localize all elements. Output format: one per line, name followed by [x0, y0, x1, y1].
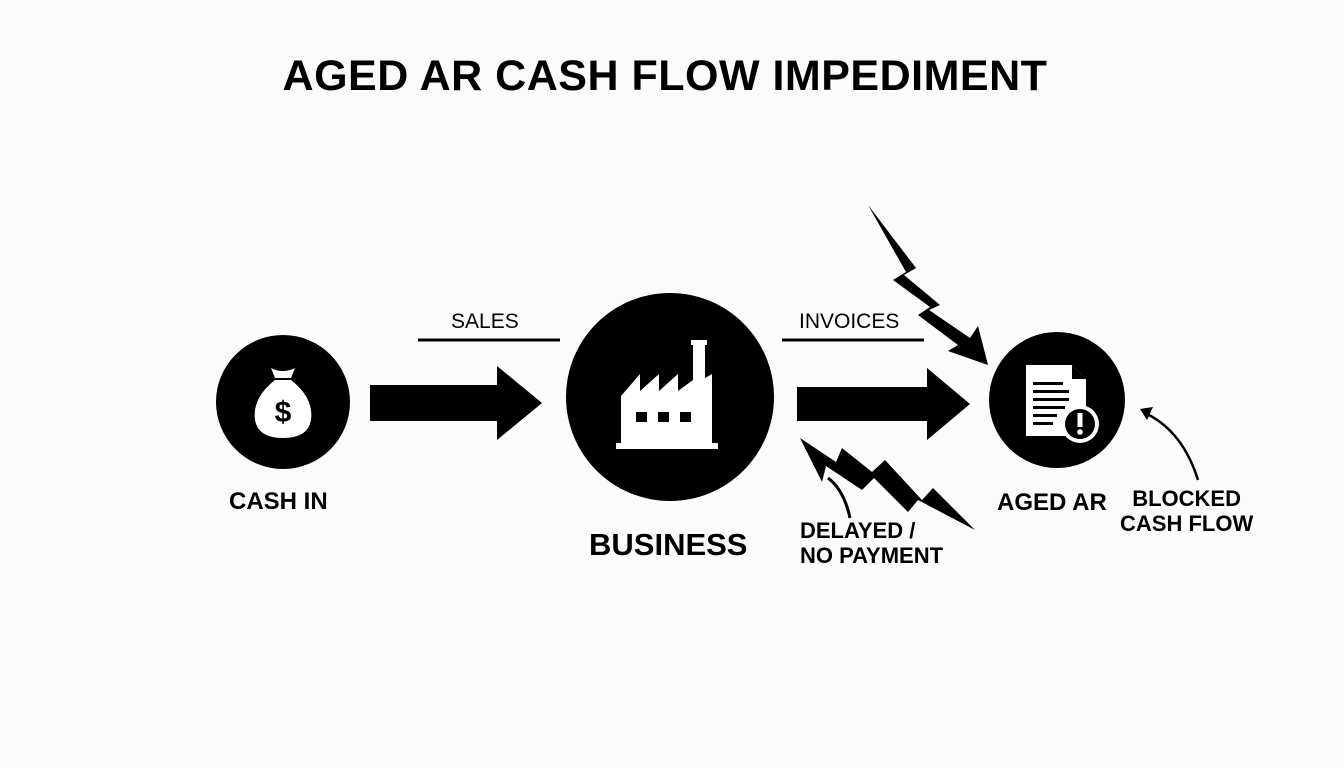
diagram-title: AGED AR CASH FLOW IMPEDIMENT: [282, 52, 1048, 100]
blocked-arrow: [1140, 407, 1200, 481]
business-node: [566, 293, 774, 501]
delayed-label-line2: NO PAYMENT: [800, 543, 944, 569]
blocked-label-line1: BLOCKED: [1132, 486, 1241, 511]
aged-ar-label: AGED AR: [997, 489, 1107, 516]
aged-ar-node: [989, 332, 1125, 468]
sales-label: SALES: [451, 310, 519, 333]
cash-in-node: $: [216, 335, 350, 469]
business-label: BUSINESS: [589, 527, 748, 562]
lightning-bolt-bottom: [800, 438, 975, 530]
blocked-label-line2: CASH FLOW: [1120, 511, 1254, 537]
invoices-arrow: [782, 338, 970, 440]
factory-icon: [616, 340, 718, 449]
cash-in-label: CASH IN: [229, 488, 328, 515]
delayed-pointer: [827, 476, 852, 519]
lightning-bolt-top: [868, 205, 988, 365]
svg-text:$: $: [275, 396, 292, 429]
invoices-label: INVOICES: [799, 310, 900, 333]
blocked-cash-flow-label: BLOCKED CASH FLOW: [1120, 486, 1253, 537]
delayed-payment-label: DELAYED / NO PAYMENT: [800, 518, 943, 569]
delayed-label-line1: DELAYED /: [800, 518, 916, 543]
document-alert-icon: [1026, 365, 1099, 443]
money-bag-icon: $: [254, 368, 312, 438]
sales-arrow: [370, 338, 560, 440]
